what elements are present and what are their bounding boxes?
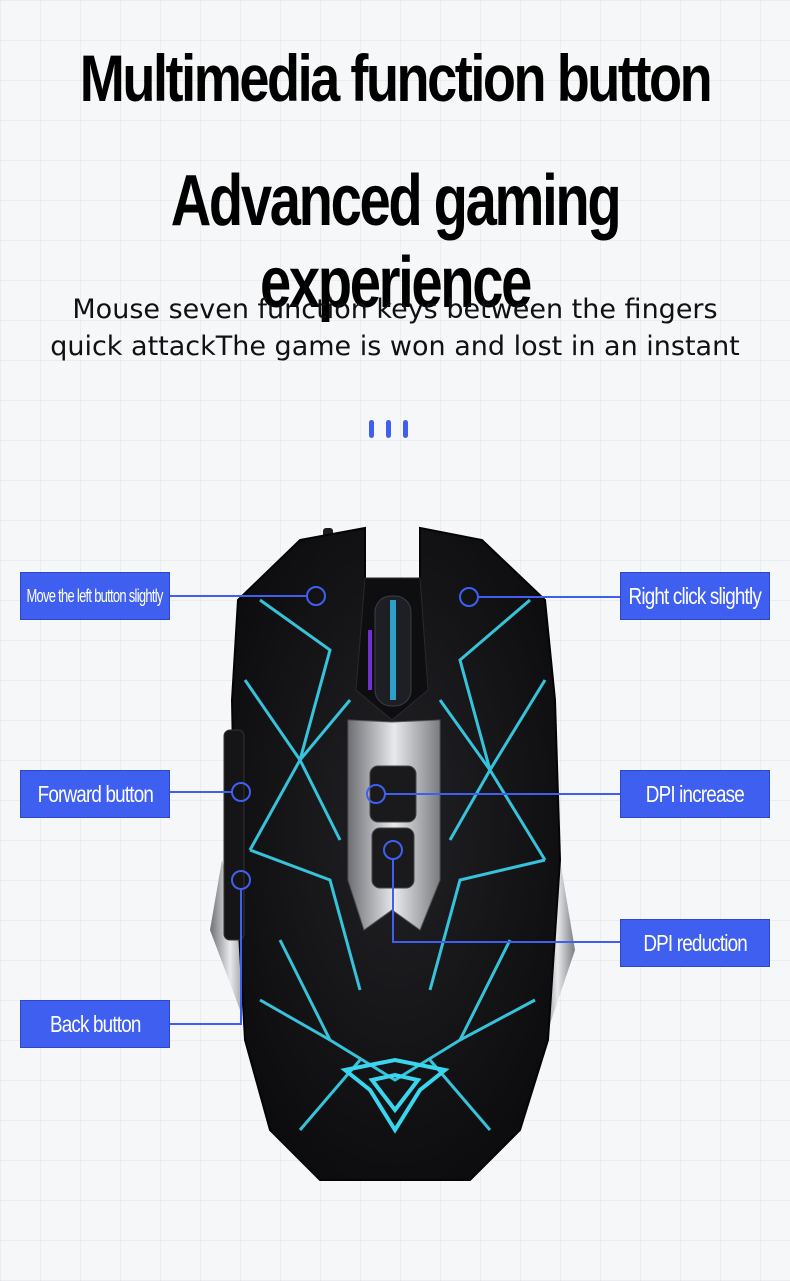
headline-line-2: Advanced gaming experience: [170, 161, 622, 323]
callout-dpi-reduction: DPI reduction: [620, 919, 770, 967]
subtitle-line-2: quick attackThe game is won and lost in …: [50, 331, 740, 362]
divider-dots: [369, 420, 408, 438]
callout-forward: Forward button: [20, 770, 170, 818]
wheel-side-glow: [368, 630, 372, 690]
dot: [386, 420, 391, 438]
glow-pattern: [243, 598, 547, 1131]
callout-right-click: Right click slightly: [620, 572, 770, 620]
callout-dpi-increase: DPI increase: [620, 770, 770, 818]
callout-left-button-text: Move the left button slightly: [26, 585, 164, 606]
callout-back-text: Back button: [49, 1010, 141, 1037]
callout-right-click-text: Right click slightly: [628, 582, 762, 609]
callout-dpi-reduction-text: DPI reduction: [643, 929, 747, 956]
dot: [369, 420, 374, 438]
callout-forward-text: Forward button: [37, 780, 153, 807]
wheel-glow: [390, 600, 396, 700]
callout-left-button: Move the left button slightly: [20, 572, 170, 620]
callout-back: Back button: [20, 1000, 170, 1048]
subtitle-line-1: Mouse seven function keys between the fi…: [72, 294, 718, 325]
brand-logo-icon: [340, 1057, 450, 1134]
headline-line-1: Multimedia function button: [79, 41, 713, 115]
dot: [403, 420, 408, 438]
callout-dpi-increase-text: DPI increase: [645, 780, 745, 807]
callout-lines: [168, 586, 620, 1025]
